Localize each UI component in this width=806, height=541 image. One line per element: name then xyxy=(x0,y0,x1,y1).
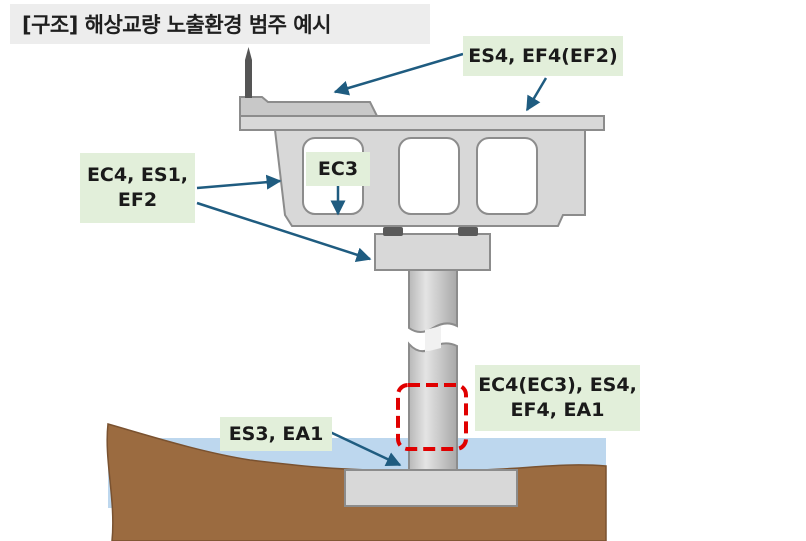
arrow-deck-barrier xyxy=(333,52,464,96)
label-column: EC4(EC3), ES4, EF4, EA1 xyxy=(475,365,640,431)
label-footing: ES3, EA1 xyxy=(220,417,332,451)
deck-slab xyxy=(239,115,605,131)
lower-column xyxy=(408,341,458,471)
girder-cell-3 xyxy=(476,137,538,215)
label-deck: ES4, EF4(EF2) xyxy=(463,36,623,76)
label-girder-line1: EC4, ES1, xyxy=(86,164,189,186)
arrow-pier-cap xyxy=(196,201,372,262)
lamp-post-tip xyxy=(245,47,252,60)
label-column-line2: EF4, EA1 xyxy=(510,399,605,421)
label-girder-line2: EF2 xyxy=(117,189,158,211)
barrier xyxy=(239,96,379,117)
lamp-post xyxy=(245,60,252,98)
upper-column xyxy=(408,267,458,333)
diagram-title: [구조] 해상교량 노출환경 범주 예시 xyxy=(10,4,430,44)
label-girder: EC4, ES1, EF2 xyxy=(80,153,195,223)
column-break xyxy=(425,326,441,352)
footing xyxy=(344,469,518,507)
label-deck-text: ES4, EF4(EF2) xyxy=(468,44,618,67)
arrow-girder-web xyxy=(196,174,282,190)
label-interior-text: EC3 xyxy=(317,157,359,180)
label-column-line1: EC4(EC3), ES4, xyxy=(478,374,637,396)
bearing-right xyxy=(458,227,478,236)
splash-zone-marker xyxy=(396,383,468,451)
label-footing-text: ES3, EA1 xyxy=(228,422,324,445)
label-interior: EC3 xyxy=(306,152,370,186)
bearing-left xyxy=(383,227,403,236)
pier-cap xyxy=(374,233,491,271)
girder-cell-2 xyxy=(398,137,460,215)
arrow-deck-slab xyxy=(525,77,548,112)
arrow-footing xyxy=(329,430,402,467)
